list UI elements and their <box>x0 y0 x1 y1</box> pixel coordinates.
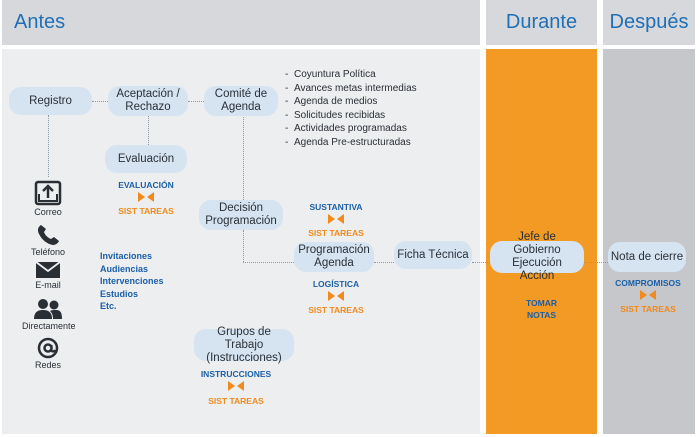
node-comite-agenda: Comité de Agenda <box>204 86 278 116</box>
comite-agenda-items: Coyuntura Política Avances metas interme… <box>285 68 417 149</box>
envelope-icon <box>35 261 61 278</box>
connector-jefe-nota <box>584 262 608 263</box>
connector-ficha-jefe <box>472 262 490 263</box>
comite-item: Agenda Pre-estructuradas <box>285 136 417 150</box>
node-programacion-agenda: Programación Agenda <box>294 242 374 272</box>
bowtie-icon <box>328 291 344 301</box>
request-type: Estudios <box>100 288 139 299</box>
connector-to-programacion <box>243 262 294 263</box>
column-header-despues: Después <box>603 0 695 45</box>
column-header-antes: Antes <box>2 0 480 45</box>
people-icon <box>34 299 62 319</box>
channel-redes: Redes <box>22 337 74 370</box>
comite-item: Agenda de medios <box>285 95 417 109</box>
column-body-despues <box>603 49 695 434</box>
channel-correo: Correo <box>22 180 74 217</box>
connector-aceptacion-evaluacion <box>148 115 149 145</box>
connector-registro-aceptacion <box>92 101 108 102</box>
request-type: Etc. <box>100 301 117 311</box>
phone-icon <box>37 225 59 245</box>
node-aceptacion-rechazo: Aceptación / Rechazo <box>108 86 188 116</box>
connector-decision-down <box>243 230 244 262</box>
node-jefe-gobierno: Jefe de Gobierno Ejecución Acción <box>490 231 584 282</box>
channel-label: Teléfono <box>30 247 66 257</box>
bowtie-icon <box>228 381 244 391</box>
channel-label: E-mail <box>35 280 61 290</box>
channel-label: Redes <box>34 360 61 370</box>
tag-compromisos: COMPROMISOS <box>615 278 681 288</box>
bowtie-icon <box>640 290 656 300</box>
request-types-list: Invitaciones Audiencias Intervenciones E… <box>100 250 164 313</box>
tag-evaluacion: EVALUACIÓN <box>118 180 174 190</box>
channel-email: E-mail <box>22 261 74 290</box>
tag-instrucciones: INSTRUCCIONES <box>200 369 272 379</box>
channel-directamente: Directamente <box>22 298 76 331</box>
node-grupos-trabajo: Grupos de Trabajo (Instrucciones) <box>194 326 294 364</box>
comite-item: Actividades programadas <box>285 122 417 136</box>
request-type: Intervenciones <box>100 276 164 286</box>
tag-sist-tareas: SIST TAREAS <box>208 396 264 406</box>
request-type: Audiencias <box>100 263 149 274</box>
connector-comite-decision <box>243 115 244 200</box>
mail-tray-icon <box>34 180 62 206</box>
comite-item: Avances metas intermedias <box>285 82 417 96</box>
bowtie-icon <box>138 192 154 202</box>
comite-item: Solicitudes recibidas <box>285 109 417 123</box>
node-decision-programacion: Decisión Programación <box>199 200 283 230</box>
node-ficha-tecnica: Ficha Técnica <box>394 241 472 269</box>
tag-sist-tareas: SIST TAREAS <box>118 206 174 216</box>
tag-sist-tareas: SIST TAREAS <box>620 304 676 314</box>
connector-aceptacion-comite <box>188 101 204 102</box>
request-type: Invitaciones <box>100 251 153 261</box>
channel-label: Directamente <box>22 321 76 331</box>
at-sign-icon <box>37 337 59 359</box>
node-registro: Registro <box>9 87 92 115</box>
tag-sist-tareas: SIST TAREAS <box>308 305 364 315</box>
tag-sustantiva: SUSTANTIVA <box>309 202 363 212</box>
bowtie-icon <box>328 214 344 224</box>
channel-label: Correo <box>34 207 62 217</box>
connector-registro-channels <box>48 115 49 177</box>
channel-telefono: Teléfono <box>22 224 74 257</box>
tag-sist-tareas: SIST TAREAS <box>308 228 364 238</box>
connector-programacion-ficha <box>374 262 394 263</box>
column-header-durante: Durante <box>486 0 597 45</box>
node-evaluacion: Evaluación <box>105 145 187 173</box>
tag-logistica: LOGÍSTICA <box>312 279 360 289</box>
comite-item: Coyuntura Política <box>285 68 417 82</box>
tag-tomar-notas: TOMAR NOTAS <box>526 298 558 320</box>
node-nota-cierre: Nota de cierre <box>608 242 686 272</box>
